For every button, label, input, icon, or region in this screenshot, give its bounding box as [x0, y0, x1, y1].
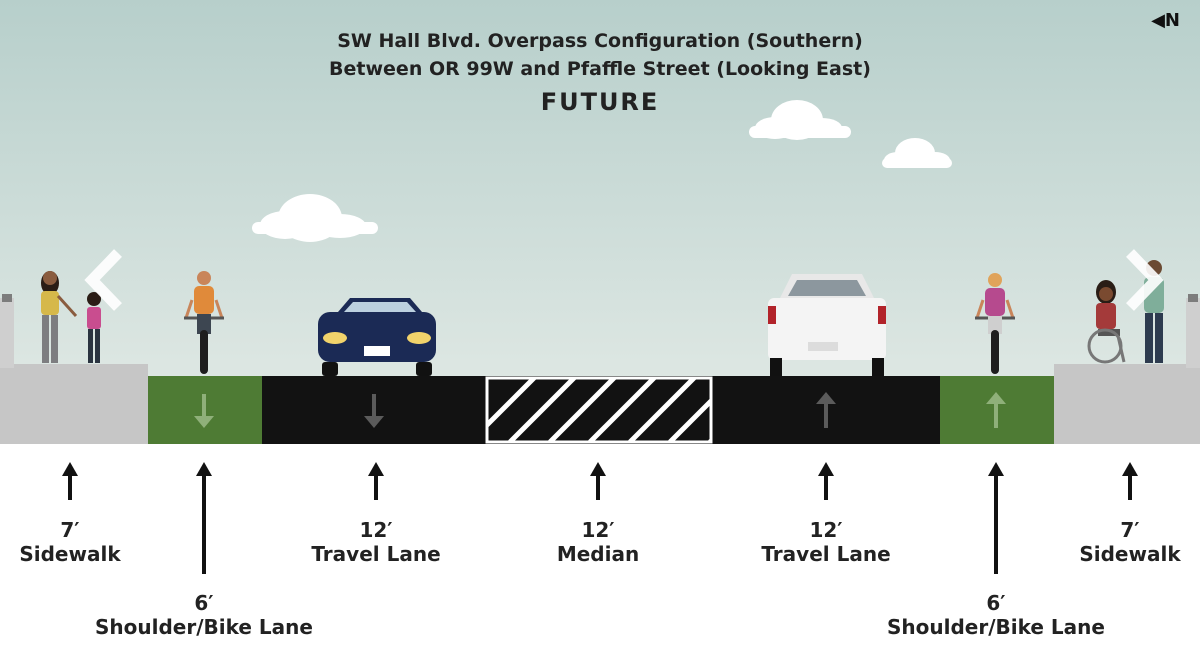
- north-arrow-left-icon: ◀: [1151, 10, 1165, 31]
- dimension-arrow-sidewalk-right: [1122, 462, 1138, 500]
- segment-name: Shoulder/Bike Lane: [887, 615, 1105, 639]
- pedestrian-child-icon: [87, 292, 101, 363]
- up-arrow-icon: [986, 392, 1006, 428]
- dimension-arrow-bike-lane-left: [196, 462, 212, 574]
- dimension-arrow-travel-lane-west: [368, 462, 384, 500]
- dimension-arrow-sidewalk-left: [62, 462, 78, 500]
- segment-name: Sidewalk: [19, 542, 121, 566]
- sidewalk-left-surface: [0, 294, 148, 444]
- segment-width: 6′: [986, 591, 1006, 615]
- diagram-phase-label: FUTURE: [540, 88, 660, 116]
- compass-label: N: [1164, 10, 1180, 31]
- pedestrian-woman-icon: [41, 271, 78, 363]
- segment-name: Median: [556, 542, 640, 566]
- car-icon: [318, 298, 436, 376]
- dimension-arrow-median: [590, 462, 606, 500]
- down-arrow-icon: [364, 394, 384, 428]
- segment-name: Travel Lane: [311, 542, 441, 566]
- segment-label-bike-lane-left: 6′ Shoulder/Bike Lane: [95, 591, 313, 639]
- chevron-right-icon[interactable]: [1118, 245, 1168, 315]
- segment-label-median: 12′ Median: [557, 518, 639, 566]
- wheelchair-user-icon: [1087, 280, 1126, 364]
- cloud: [252, 194, 378, 242]
- segment-name: Travel Lane: [761, 542, 891, 566]
- cloud: [749, 100, 851, 140]
- segment-name: Shoulder/Bike Lane: [95, 615, 313, 639]
- diagram-title: SW Hall Blvd. Overpass Configuration (So…: [337, 30, 863, 52]
- segment-label-bike-lane-right: 6′ Shoulder/Bike Lane: [887, 591, 1105, 639]
- median-surface: [484, 376, 714, 444]
- down-arrow-icon: [194, 394, 214, 428]
- segment-width: 12′: [809, 518, 843, 542]
- segment-width: 7′: [1120, 518, 1140, 542]
- cyclist-icon: [975, 273, 1015, 374]
- dimension-arrow-travel-lane-east: [818, 462, 834, 500]
- segment-label-sidewalk-right: 7′ Sidewalk: [1079, 518, 1180, 566]
- compass: ◀N: [1151, 10, 1180, 31]
- segment-label-travel-lane-east: 12′ Travel Lane: [761, 518, 890, 566]
- dimension-arrow-bike-lane-right: [988, 462, 1004, 574]
- pickup-truck-icon: [768, 274, 886, 376]
- chevron-left-icon[interactable]: [80, 245, 130, 315]
- segment-label-sidewalk-left: 7′ Sidewalk: [19, 518, 120, 566]
- segment-width: 6′: [194, 591, 214, 615]
- cloud: [882, 138, 952, 168]
- dimension-arrows: [62, 462, 1138, 574]
- segment-width: 12′: [359, 518, 393, 542]
- sidewalk-right-surface: [1054, 294, 1200, 444]
- segment-width: 12′: [581, 518, 615, 542]
- segment-name: Sidewalk: [1079, 542, 1181, 566]
- cyclist-icon: [184, 271, 224, 374]
- segment-label-travel-lane-west: 12′ Travel Lane: [311, 518, 440, 566]
- diagram-subtitle: Between OR 99W and Pfaffle Street (Looki…: [329, 58, 871, 80]
- segment-width: 7′: [60, 518, 80, 542]
- up-arrow-icon: [816, 392, 836, 428]
